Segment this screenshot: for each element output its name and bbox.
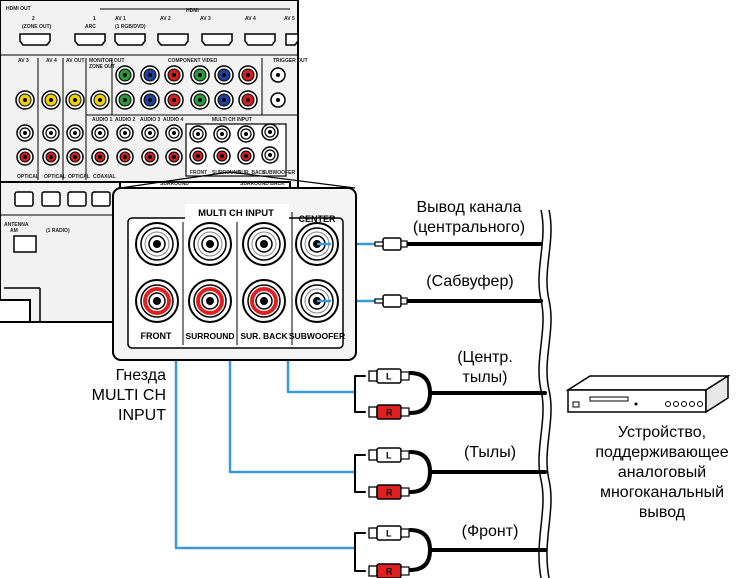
multi-ch-small-label: MULTI CH INPUT	[212, 117, 252, 123]
audio-label: AUDIO 3	[140, 117, 161, 123]
hdmi-ports	[19, 33, 299, 46]
dvd-player-icon	[565, 374, 731, 414]
surround-back-line1: (Центр.	[457, 349, 513, 366]
coaxial-label: COAXIAL	[93, 174, 116, 180]
device-line5: вывод	[638, 504, 686, 521]
black-cables	[397, 242, 547, 572]
panel-center-label: CENTER	[298, 214, 336, 224]
hdmi-port-label: AV 5	[284, 16, 295, 22]
hdmi-port-label: 1	[93, 16, 96, 22]
hdmi-port-label: AV 2	[160, 16, 171, 22]
surround-back-line2: тылы)	[462, 369, 508, 386]
radio-label: (1 RADIO)	[46, 228, 70, 234]
device-line1: Устройство,	[617, 424, 707, 441]
panel-surround-label: SURROUND	[185, 331, 234, 341]
av-label: MONITOR OUT	[89, 58, 124, 64]
center-output-label: Вывод канала (центрального)	[384, 198, 554, 238]
device-line2: поддерживающее	[595, 444, 729, 461]
hdmi-port-label: AV 4	[245, 16, 256, 22]
hdmi-out-label: HDMI OUT	[6, 6, 31, 12]
receiver-rear-panel: HDMI OUT HDMI 2 1 AV 1 AV 2 AV 3 AV 4 AV…	[0, 0, 308, 323]
surround-label: SURROUND	[160, 181, 189, 187]
antenna-label: ANTENNA	[4, 222, 29, 228]
break-lines	[538, 209, 552, 578]
av-label: AV OUT	[66, 58, 85, 64]
plug-l-label: L	[386, 372, 392, 382]
panel-subwoofer-label: SUBWOOFER	[289, 331, 345, 341]
plug-r-label: R	[386, 488, 393, 498]
device-line3: аналоговый	[617, 464, 707, 481]
optical-label: OPTICAL	[17, 174, 39, 180]
multi-ch-jacks-label: Гнезда MULTI CH INPUT	[56, 366, 166, 426]
plug-r-label: R	[386, 408, 393, 418]
plug-r-label: R	[386, 567, 393, 577]
audio-label: AUDIO 1	[92, 117, 113, 123]
optical-label: OPTICAL	[68, 174, 90, 180]
device-line4: многоканальный	[599, 484, 725, 501]
small-port-label: FRONT	[190, 170, 207, 176]
plug-l-label: L	[386, 529, 392, 539]
panel-title: MULTI CH INPUT	[198, 208, 274, 219]
arc-label: ARC	[85, 24, 96, 30]
av-label: ZONE OUT	[89, 64, 115, 70]
av-label: AV 3	[18, 58, 29, 64]
antenna-terminal	[13, 235, 37, 253]
zone-out-label: (ZONE OUT)	[22, 24, 51, 30]
hdmi-port-label: AV 1	[115, 16, 126, 22]
video-jacks	[15, 90, 110, 110]
surround-back-label: SURROUND BACK	[240, 181, 285, 187]
rgb-dvd-label: (1 RGB/DVD)	[115, 24, 146, 30]
multi-ch-jacks	[135, 222, 339, 323]
optical-ports	[14, 191, 111, 207]
jacks-line2: MULTI CH	[91, 387, 166, 404]
trigger-label: TRIGGER OUT	[273, 58, 308, 64]
surround-back-output-label: (Центр. тылы)	[430, 348, 540, 388]
hdmi-port-label: AV 3	[200, 16, 211, 22]
small-port-label: SUR. BACK	[238, 170, 266, 176]
jacks-line1: Гнезда	[115, 367, 166, 384]
audio-label: AUDIO 4	[163, 117, 184, 123]
audio-jacks	[16, 124, 183, 166]
am-label: AM	[10, 228, 18, 234]
component-label: COMPONENT VIDEO	[168, 58, 218, 64]
panel-front-label: FRONT	[141, 331, 172, 341]
plug-l-label: L	[386, 451, 392, 461]
hdmi-label: HDMI	[186, 8, 199, 14]
multi-ch-input-small: FRONT SURROUND SUR. BACK SUBWOOFER	[185, 123, 295, 177]
component-jacks	[115, 65, 286, 110]
small-port-label: SUBWOOFER	[262, 170, 295, 176]
audio-label: AUDIO 2	[115, 117, 136, 123]
optical-label: OPTICAL	[44, 174, 66, 180]
jacks-line3: INPUT	[118, 407, 166, 424]
front-output-label: (Фронт)	[461, 523, 519, 540]
surround-output-label: (Тылы)	[463, 444, 517, 461]
device-label: Устройство, поддерживающее аналоговый мн…	[582, 423, 742, 523]
panel-sur-back-label: SUR. BACK	[240, 331, 288, 341]
plug-stems	[354, 375, 366, 572]
av-label: AV 4	[46, 58, 57, 64]
cable-taps	[317, 242, 331, 303]
center-output-line1: Вывод канала	[416, 199, 522, 216]
subwoofer-label: (Сабвуфер)	[426, 273, 514, 290]
center-output-line2: (центрального)	[412, 219, 526, 236]
lr-plugs: L R L R L R	[368, 368, 410, 578]
hdmi-port-label: 2	[32, 16, 35, 22]
multi-ch-input-panel: MULTI CH INPUT CENTER FRONT SURROUND SUR…	[112, 171, 357, 361]
